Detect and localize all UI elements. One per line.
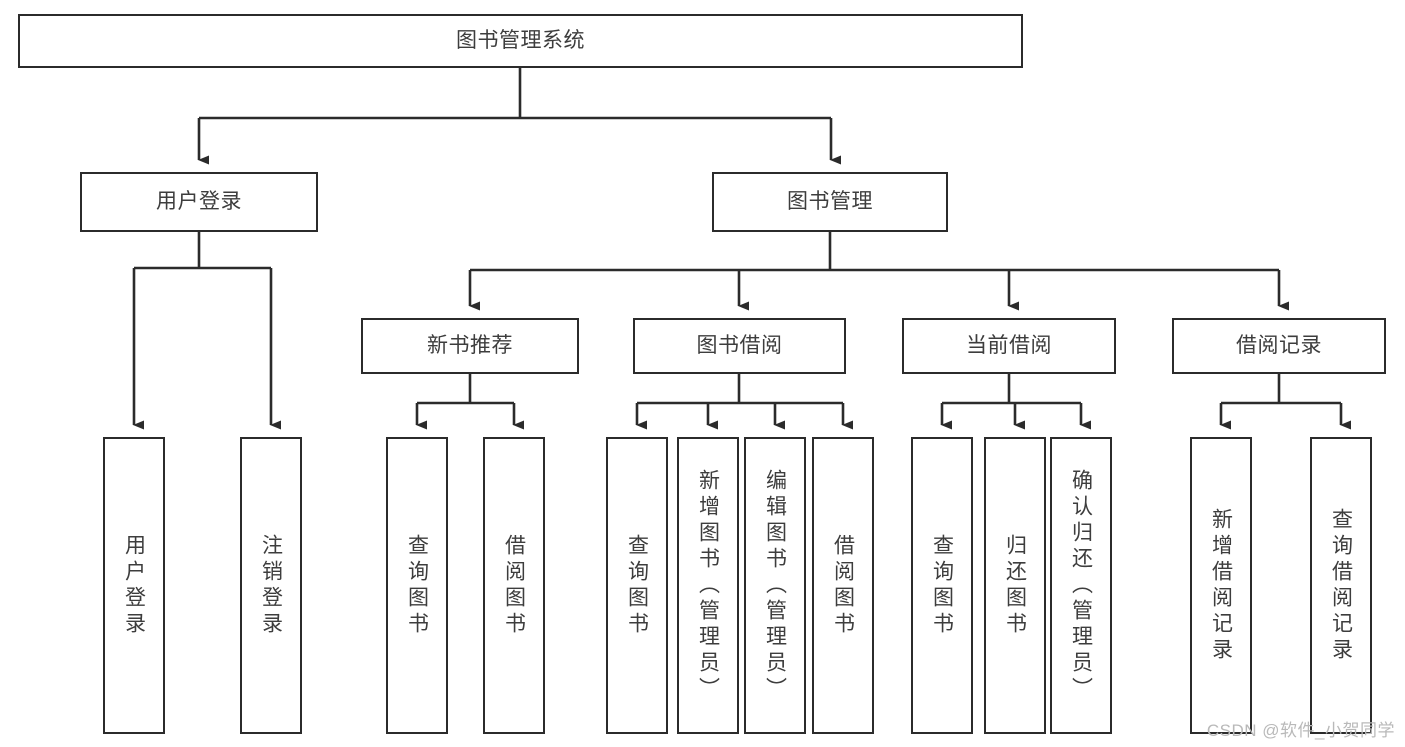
- borrow-record-connectors: [1219, 374, 1351, 430]
- node-book-management[interactable]: 图书管理: [712, 172, 948, 232]
- leaf-query-book-current-label: 查询图书: [930, 533, 954, 638]
- leaf-confirm-return-admin[interactable]: 确认归还（管理员）: [1050, 437, 1112, 734]
- node-book-borrow-label: 图书借阅: [696, 333, 783, 357]
- leaf-add-book-admin[interactable]: 新增图书（管理员）: [677, 437, 739, 734]
- node-root[interactable]: 图书管理系统: [18, 14, 1023, 68]
- leaf-add-borrow-record-label: 新增借阅记录: [1209, 507, 1233, 664]
- leaf-return-book[interactable]: 归还图书: [984, 437, 1046, 734]
- leaf-add-book-admin-label: 新增图书（管理员）: [696, 468, 720, 703]
- leaf-logout-label: 注销登录: [259, 533, 283, 638]
- leaf-borrow-book-new[interactable]: 借阅图书: [483, 437, 545, 734]
- leaf-borrow-book[interactable]: 借阅图书: [812, 437, 874, 734]
- leaf-query-book-new-label: 查询图书: [405, 533, 429, 638]
- node-book-borrow[interactable]: 图书借阅: [633, 318, 846, 374]
- leaf-query-book-new[interactable]: 查询图书: [386, 437, 448, 734]
- leaf-logout[interactable]: 注销登录: [240, 437, 302, 734]
- leaf-return-book-label: 归还图书: [1003, 533, 1027, 638]
- node-new-book-recommend[interactable]: 新书推荐: [361, 318, 579, 374]
- root-connectors: [197, 68, 841, 165]
- node-current-borrow[interactable]: 当前借阅: [902, 318, 1116, 374]
- leaf-query-borrow-record[interactable]: 查询借阅记录: [1310, 437, 1372, 734]
- node-current-borrow-label: 当前借阅: [966, 333, 1052, 357]
- leaf-edit-book-admin-label: 编辑图书（管理员）: [763, 468, 787, 703]
- node-new-book-recommend-label: 新书推荐: [427, 333, 513, 357]
- leaf-query-book-current[interactable]: 查询图书: [911, 437, 973, 734]
- node-borrow-record-label: 借阅记录: [1236, 333, 1322, 357]
- leaf-query-book-borrow-label: 查询图书: [625, 533, 649, 638]
- node-book-management-label: 图书管理: [787, 189, 873, 213]
- leaf-add-borrow-record[interactable]: 新增借阅记录: [1190, 437, 1252, 734]
- leaf-borrow-book-new-label: 借阅图书: [502, 533, 526, 638]
- current-borrow-connectors: [940, 374, 1091, 430]
- node-root-label: 图书管理系统: [456, 28, 585, 52]
- book-manage-connectors: [468, 232, 1289, 311]
- leaf-confirm-return-admin-label: 确认归还（管理员）: [1069, 468, 1093, 703]
- leaf-user-login-label: 用户登录: [122, 533, 146, 638]
- new-book-connectors: [415, 374, 524, 430]
- user-login-connectors: [132, 232, 281, 430]
- leaf-borrow-book-label: 借阅图书: [831, 533, 855, 638]
- csdn-watermark: CSDN @软件_小贺同学: [1206, 721, 1395, 740]
- leaf-query-book-borrow[interactable]: 查询图书: [606, 437, 668, 734]
- node-user-login[interactable]: 用户登录: [80, 172, 318, 232]
- book-borrow-connectors: [635, 374, 853, 430]
- node-user-login-label: 用户登录: [156, 189, 242, 213]
- leaf-user-login[interactable]: 用户登录: [103, 437, 165, 734]
- leaf-edit-book-admin[interactable]: 编辑图书（管理员）: [744, 437, 806, 734]
- node-borrow-record[interactable]: 借阅记录: [1172, 318, 1386, 374]
- leaf-query-borrow-record-label: 查询借阅记录: [1329, 507, 1353, 664]
